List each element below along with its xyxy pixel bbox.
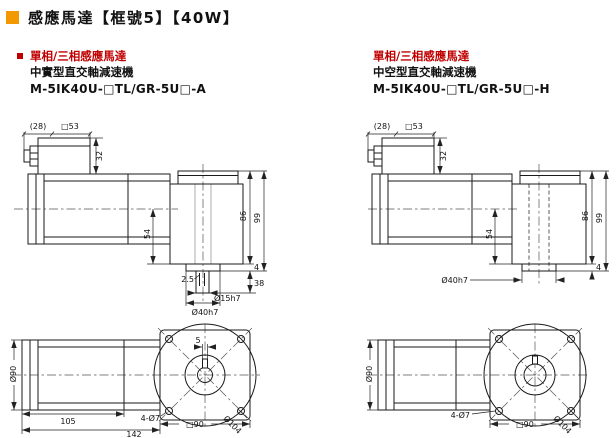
dim-boss-height: 4	[596, 263, 601, 272]
dim-key-width: 5	[195, 336, 200, 345]
motor-gearhead-outline	[23, 137, 244, 294]
dim-body-dia: Ø90	[364, 366, 374, 382]
dim-height-86: 86	[239, 211, 248, 221]
hollow-bore-hidden-lines	[528, 184, 550, 271]
dim-key-depth: 2.5	[181, 275, 194, 284]
dim-shaft-dia: Ø15h7	[214, 293, 241, 303]
centerlines	[368, 324, 590, 428]
dim-boss-dia: Ø40h7	[441, 275, 468, 285]
dimension-annotations: Ø90 105 142 □90 5 4-Ø7 Ø104	[8, 336, 251, 438]
bottom-view-drawing-right: Ø90 □90 4-Ø7 Ø104	[364, 323, 590, 436]
dim-mount-holes: 4-Ø7	[451, 410, 470, 420]
dimension-annotations: (28) □53 32 54 86 99 4 38 Ø15h7	[21, 122, 267, 317]
dim-flange-square: □90	[186, 420, 204, 429]
page-title: 感應馬達【框號5】【40W】	[28, 9, 240, 27]
gearhead-inner-lines	[194, 184, 212, 264]
model-number-right: M-5IK40U-□TL/GR-5U□-H	[373, 82, 550, 96]
red-bullet-icon	[17, 53, 23, 59]
centerlines	[14, 164, 204, 302]
product-type-label-right: 單相/三相感應馬達	[373, 49, 470, 63]
page-header: 感應馬達【框號5】【40W】	[6, 7, 239, 28]
dimension-annotations: (28) □53 32 54 86 99 4 Ø40h7	[365, 122, 609, 285]
dim-box-height: 32	[95, 151, 104, 161]
model-number-left: M-5IK40U-□TL/GR-5U□-A	[30, 82, 207, 96]
dim-shaft-length: 38	[254, 279, 264, 288]
gearbox-type-label-left: 中實型直交軸減速機	[30, 65, 134, 79]
dim-flange-square: □90	[516, 420, 534, 429]
centerlines	[12, 324, 260, 428]
dim-height-86: 86	[581, 211, 590, 221]
gearbox-type-label-right: 中空型直交軸減速機	[373, 65, 477, 79]
dim-flange-circle: Ø104	[222, 413, 244, 435]
dim-box-width: □53	[405, 122, 423, 131]
title-marker-icon	[6, 11, 19, 24]
motor-gearhead-outline	[367, 137, 587, 272]
motor-flange-outline	[377, 323, 587, 427]
dim-total-length: 142	[126, 430, 141, 438]
dim-boss-dia: Ø40h7	[192, 307, 219, 317]
dim-axis-height: 54	[485, 229, 494, 239]
dim-mount-holes: 4-Ø7	[141, 413, 160, 423]
dim-boss-height: 4	[254, 263, 259, 272]
dim-flange-circle: Ø104	[552, 413, 574, 435]
dim-box-height: 32	[439, 151, 448, 161]
dim-box-width: □53	[61, 122, 79, 131]
product-type-label-left: 單相/三相感應馬達	[30, 49, 127, 63]
dim-gland-width: (28)	[374, 122, 390, 131]
centerlines	[368, 164, 540, 284]
side-view-drawing-right: (28) □53 32 54 86 99 4 Ø40h7	[365, 122, 609, 285]
dim-gland-width: (28)	[30, 122, 46, 131]
bottom-view-drawing-left: Ø90 105 142 □90 5 4-Ø7 Ø104	[8, 323, 260, 438]
side-view-drawing-left: (28) □53 32 54 86 99 4 38 Ø15h7	[14, 122, 267, 317]
product-info-left: 單相/三相感應馬達 中實型直交軸減速機 M-5IK40U-□TL/GR-5U□-…	[17, 48, 207, 97]
dim-body-dia: Ø90	[8, 366, 18, 382]
dim-motor-length: 105	[60, 417, 75, 426]
motor-flange-outline	[21, 323, 257, 427]
dim-height-99: 99	[253, 213, 262, 223]
dim-axis-height: 54	[143, 229, 152, 239]
dim-height-99: 99	[595, 213, 604, 223]
product-info-right: 單相/三相感應馬達 中空型直交軸減速機 M-5IK40U-□TL/GR-5U□-…	[373, 48, 550, 97]
